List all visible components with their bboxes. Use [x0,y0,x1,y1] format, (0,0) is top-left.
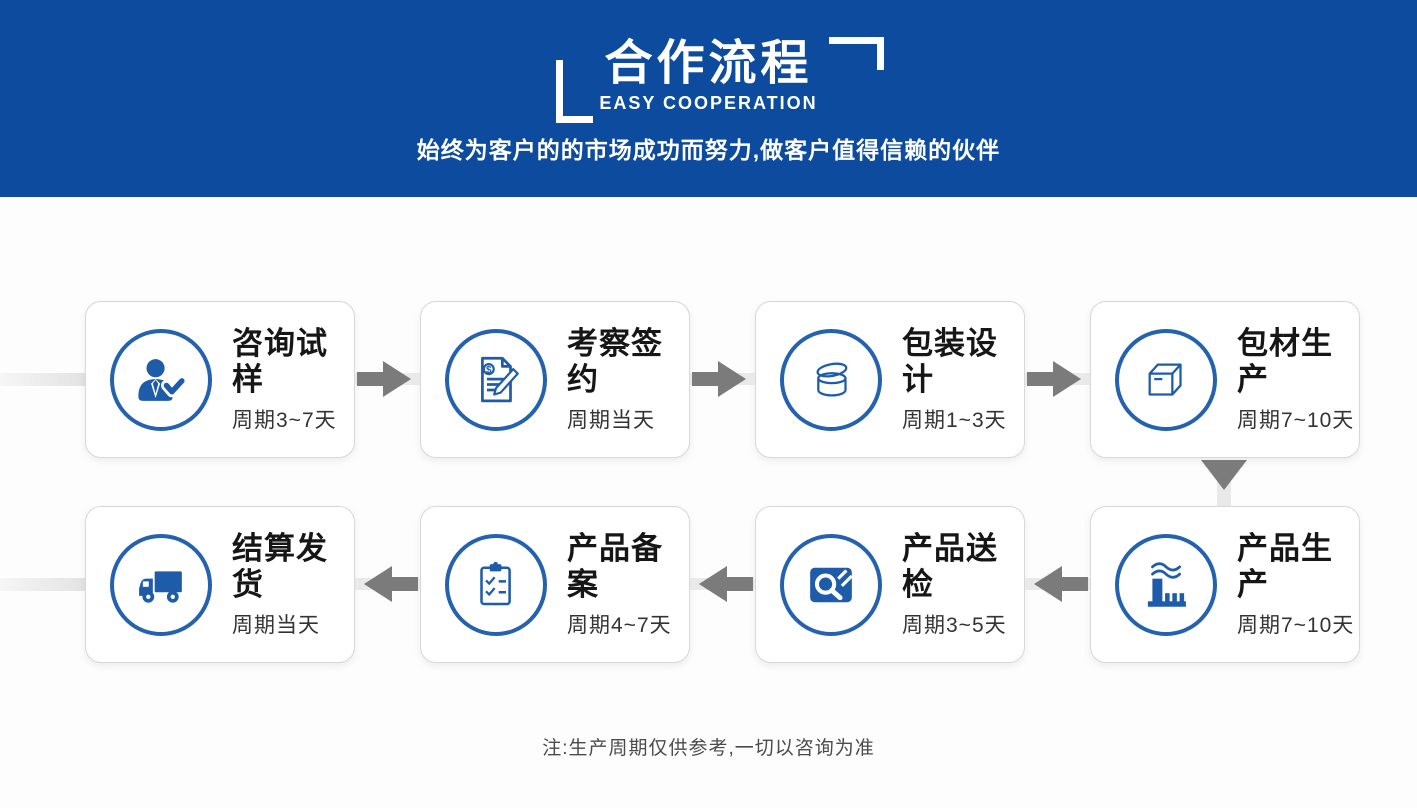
flow-line [0,578,85,591]
banner: 合作流程 EASY COOPERATION 始终为客户的的市场成功而努力,做客户… [0,0,1417,197]
step-title: 考察签约 [567,325,663,397]
step-card-product-production: 产品生产 周期7~10天 [1090,506,1360,663]
arrow-right-icon [690,357,755,406]
step-card-consult: 咨询试样 周期3~7天 [85,301,355,458]
step-title: 包装设计 [902,325,998,397]
step-period: 周期3~5天 [902,613,1007,637]
step-title: 产品备案 [567,530,663,602]
arrow-left-icon [690,562,755,611]
arrow-left-icon [1025,562,1090,611]
arrow-down-icon [1196,458,1252,511]
svg-text:$: $ [486,364,492,375]
page-title: 合作流程 [604,37,813,90]
step-title: 产品生产 [1237,530,1333,602]
corner-bracket-left-icon [556,60,593,123]
step-title: 咨询试样 [232,325,328,397]
step-title: 产品送检 [902,530,998,602]
step-title: 结算发货 [232,530,328,602]
flow-line [0,373,85,386]
step-card-contract: $ 考察签约 周期当天 [420,301,690,458]
step-period: 周期7~10天 [1237,408,1355,432]
arrow-right-icon [355,357,420,406]
arrow-right-icon [1025,357,1090,406]
contract-sign-icon: $ [445,328,547,431]
consult-person-icon [110,328,212,431]
step-title: 包材生产 [1237,325,1333,397]
factory-icon [1115,533,1217,636]
step-period: 周期7~10天 [1237,613,1355,637]
step-card-settlement-shipping: 结算发货 周期当天 [85,506,355,663]
page-subtitle: EASY COOPERATION [599,93,818,113]
step-card-product-record: 产品备案 周期4~7天 [420,506,690,663]
step-card-package-design: 包装设计 周期1~3天 [755,301,1025,458]
jar-design-icon [780,328,882,431]
arrow-left-icon [355,562,420,611]
tagline: 始终为客户的的市场成功而努力,做客户值得信赖的伙伴 [416,137,1001,163]
step-period: 周期当天 [567,408,655,432]
package-box-icon [1115,328,1217,431]
inspection-magnifier-icon [780,533,882,636]
step-period: 周期当天 [232,613,320,637]
step-period: 周期3~7天 [232,408,337,432]
corner-bracket-right-icon [829,37,884,70]
clipboard-record-icon [445,533,547,636]
footer-note: 注:生产周期仅供参考,一切以咨询为准 [542,738,875,759]
delivery-truck-icon [110,533,212,636]
step-period: 周期1~3天 [902,408,1007,432]
step-card-product-inspection: 产品送检 周期3~5天 [755,506,1025,663]
step-period: 周期4~7天 [567,613,672,637]
step-card-package-production: 包材生产 周期7~10天 [1090,301,1360,458]
